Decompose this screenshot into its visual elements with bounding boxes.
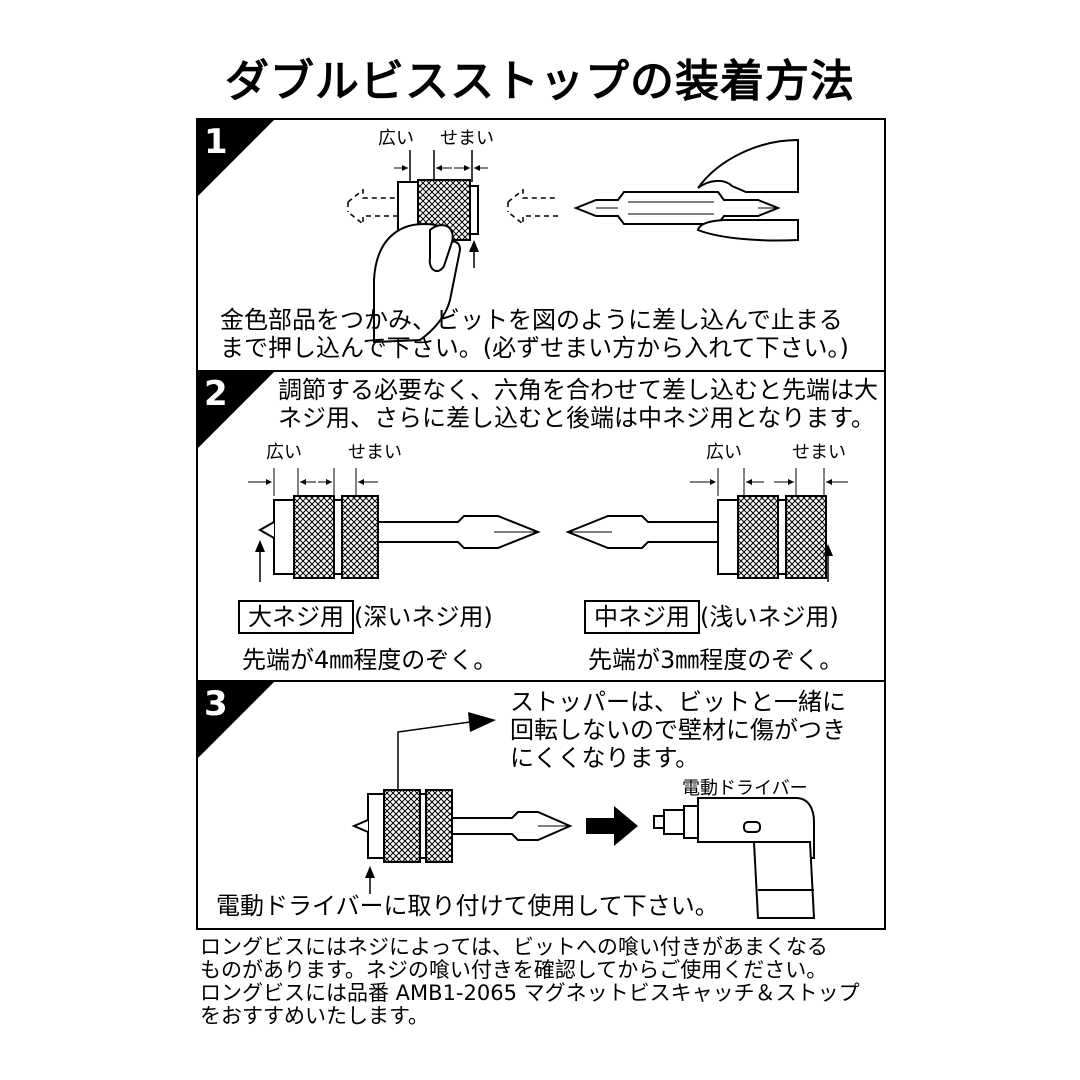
step-2-corner-triangle (198, 372, 274, 448)
step-1-illustration (347, 138, 799, 344)
step-1-number: 1 (204, 122, 228, 162)
step-2-right-label-narrow: せまい (792, 442, 846, 463)
step-3-panel: 3 ストッパーは、ビットと一緒に 回転しないので壁材に傷がつき にくくなります。… (196, 680, 886, 930)
step-2-right-label-wide: 広い (706, 442, 742, 463)
footer-line-3: ロングビスには品番 AMB1-2065 マグネットビスキャッチ＆ストップ (200, 981, 860, 1005)
page-title: ダブルビスストップの装着方法 (225, 56, 855, 107)
step-2-left-label-narrow: せまい (348, 442, 402, 463)
step-2-right-type-boxed: 中ネジ用 (584, 600, 700, 634)
step-1-corner-triangle (198, 120, 274, 196)
step-3-driver-label: 電動ドライバー (682, 778, 808, 799)
step-3-note-line-3: にくくなります。 (510, 744, 700, 772)
footer-line-2: ものがあります。ネジの喰い付きを確認してからご使用ください。 (200, 958, 828, 982)
step-3-note-line-1: ストッパーは、ビットと一緒に (510, 688, 846, 716)
step-2-left-type-note: (深いネジ用) (354, 603, 493, 631)
step-1-label-wide: 広い (378, 128, 414, 149)
step-3-corner-triangle (198, 682, 274, 758)
step-1-text-line-1: 金色部品をつかみ、ビットを図のように差し込んで止まる (220, 306, 843, 334)
step-2-left-depth: 先端が4㎜程度のぞく。 (242, 646, 498, 674)
step-3-note-line-2: 回転しないので壁材に傷がつき (510, 716, 846, 744)
step-2-illustration (248, 468, 848, 582)
step-1-label-narrow: せまい (440, 128, 494, 149)
step-2-right-type: 中ネジ用(浅いネジ用) (584, 600, 839, 634)
step-3-number: 3 (204, 684, 228, 724)
step-2-left-type: 大ネジ用(深いネジ用) (238, 600, 493, 634)
step-2-number: 2 (204, 374, 228, 414)
footer-line-1: ロングビスにはネジによっては、ビットへの喰い付きがあまくなる (200, 935, 828, 959)
step-2-left-label-wide: 広い (266, 442, 302, 463)
step-2-right-depth: 先端が3㎜程度のぞく。 (588, 646, 844, 674)
step-1-panel: 1 (196, 118, 886, 372)
step-2-panel: 2 調節する必要なく、六角を合わせて差し込むと先端は大 ネジ用、さらに差し込むと… (196, 370, 886, 682)
step-3-illustration (351, 712, 816, 919)
footer-line-4: をおすすめいたします。 (200, 1004, 429, 1028)
step-2-text-line-2: ネジ用、さらに差し込むと後端は中ネジ用となります。 (278, 404, 875, 432)
step-2-left-type-boxed: 大ネジ用 (238, 600, 354, 634)
footer-notes: ロングビスにはネジによっては、ビットへの喰い付きがあまくなる ものがあります。ネ… (200, 936, 860, 1028)
step-2-right-type-note: (浅いネジ用) (700, 603, 839, 631)
step-1-text-line-2: まで押し込んで下さい。(必ずせまい方から入れて下さい。) (220, 334, 849, 362)
step-3-bottom-text: 電動ドライバーに取り付けて使用して下さい。 (216, 892, 719, 920)
step-2-text-line-1: 調節する必要なく、六角を合わせて差し込むと先端は大 (278, 376, 878, 404)
